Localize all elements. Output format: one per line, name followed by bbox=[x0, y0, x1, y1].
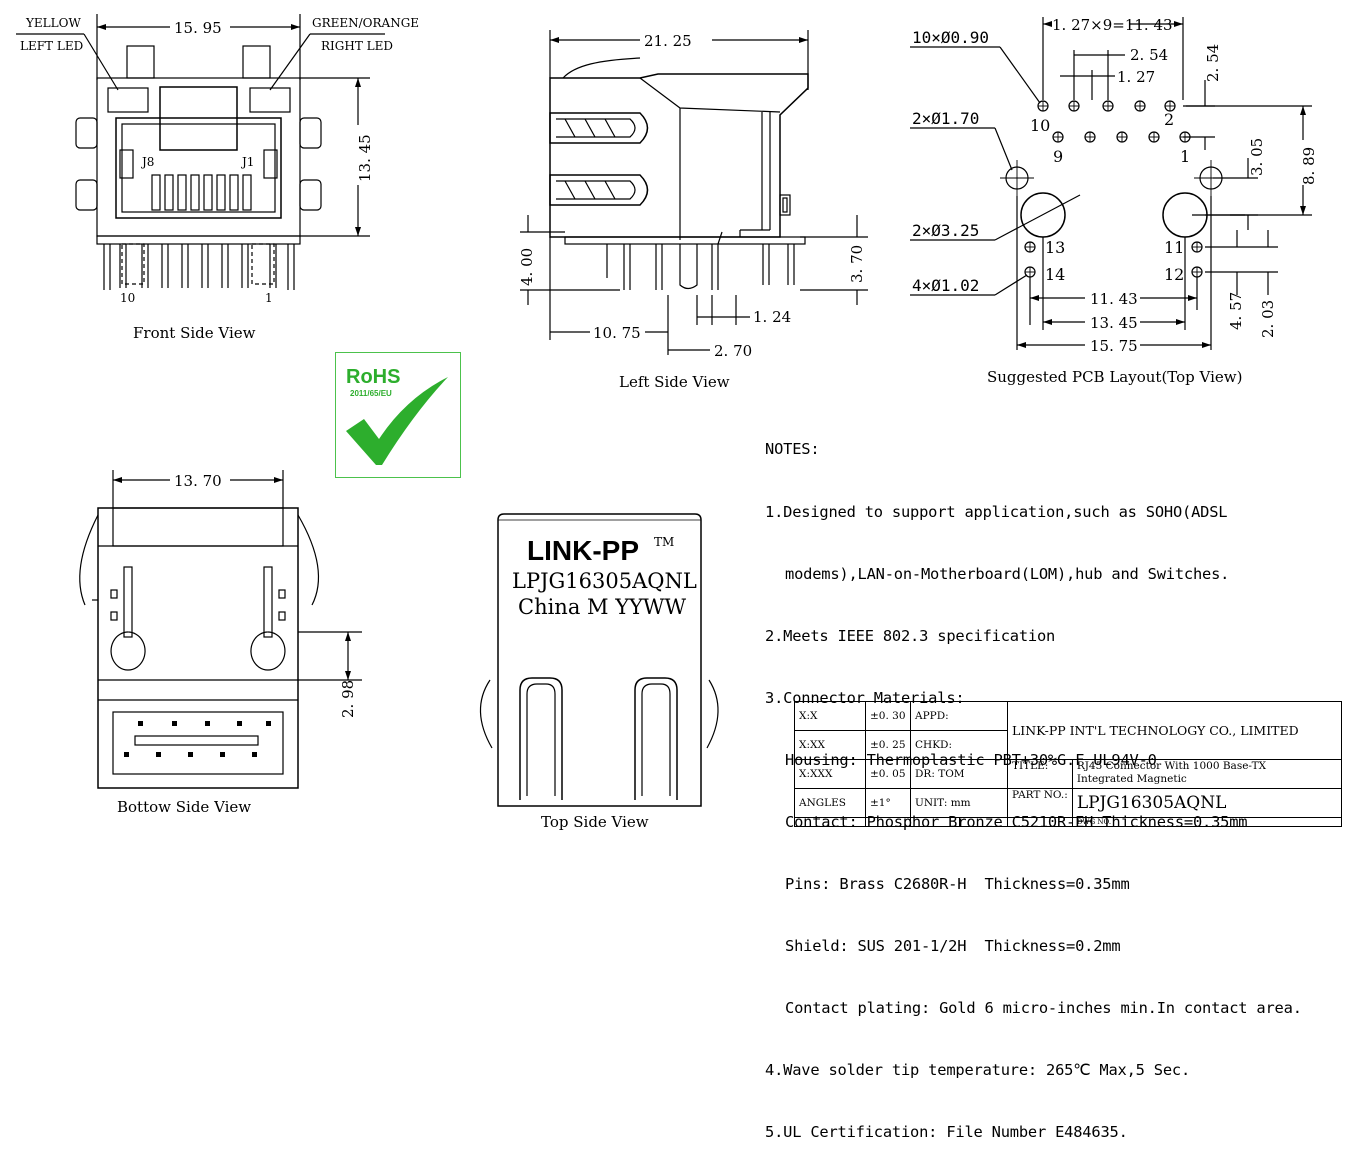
top-caption: Top Side View bbox=[541, 813, 649, 831]
dim-1-27: 1. 27 bbox=[1117, 68, 1155, 86]
rohs-check-icon: RoHS 2011/65/EU bbox=[346, 366, 448, 465]
left-side-view bbox=[520, 30, 868, 355]
note-5: 5.UL Certification: File Number E484635. bbox=[765, 1123, 1128, 1142]
tol-xx-val: ±0. 25 bbox=[865, 730, 911, 760]
dim-11-43: 11. 43 bbox=[1090, 290, 1138, 308]
yellow-label: YELLOW bbox=[25, 16, 81, 30]
pcb-layout-view bbox=[910, 17, 1312, 350]
dim-10-75: 10. 75 bbox=[593, 324, 641, 342]
tol-xx: X:XX bbox=[794, 730, 866, 760]
green-orange-label: GREEN/ORANGE bbox=[312, 16, 419, 30]
notes-heading: NOTES: bbox=[765, 440, 820, 459]
note-1: 1.Designed to support application,such a… bbox=[765, 502, 1228, 521]
holes-2a-label: 2×Ø1.70 bbox=[912, 109, 979, 128]
part-number: LPJG16305AQNL bbox=[1071, 788, 1343, 818]
part-label: PART NO.: bbox=[1007, 788, 1073, 818]
note-3e: Contact plating: Gold 6 micro-inches min… bbox=[785, 999, 1302, 1018]
note-4: 4.Wave solder tip temperature: 265℃ Max,… bbox=[765, 1061, 1191, 1080]
drawn-by: DR: TOM bbox=[910, 759, 1008, 789]
drawing-canvas: YELLOW LEFT LED GREEN/ORANGE RIGHT LED 1… bbox=[16, 14, 1318, 831]
rohs-title: RoHS bbox=[346, 366, 400, 388]
appd: APPD: bbox=[910, 701, 1008, 731]
dim-8-89: 8. 89 bbox=[1300, 147, 1318, 185]
pin12-pcb: 12 bbox=[1164, 265, 1184, 284]
title-line-1: RJ45 Connector With 1000 Base-TX bbox=[1076, 760, 1267, 772]
title-line-2: Integrated Magnetic bbox=[1076, 773, 1187, 785]
pin13-pcb: 13 bbox=[1045, 238, 1065, 257]
front-caption: Front Side View bbox=[133, 324, 256, 342]
dim-13-45: 13. 45 bbox=[1090, 314, 1138, 332]
top-side-view bbox=[479, 513, 719, 807]
left-led-label: LEFT LED bbox=[20, 39, 83, 53]
dim-2-70: 2. 70 bbox=[714, 342, 752, 360]
tol-x-val: ±0. 30 bbox=[865, 701, 911, 731]
top-labels: LINK-PP TM LPJG16305AQNL China M YYWW To… bbox=[512, 535, 697, 831]
dim-front-height: 13. 45 bbox=[356, 134, 374, 182]
dim-front-width: 15. 95 bbox=[174, 19, 222, 37]
dimension-arrows bbox=[97, 21, 1306, 680]
brand-marking: LINK-PP bbox=[527, 535, 639, 566]
dim-left-width: 21. 25 bbox=[644, 32, 692, 50]
front-labels: YELLOW LEFT LED GREEN/ORANGE RIGHT LED 1… bbox=[20, 16, 419, 342]
left-caption: Left Side View bbox=[619, 373, 730, 391]
dim-4-57: 4. 57 bbox=[1227, 292, 1245, 330]
bottom-caption: Bottow Side View bbox=[117, 798, 251, 816]
dim-13-70: 13. 70 bbox=[174, 472, 222, 490]
dim-1-24: 1. 24 bbox=[753, 308, 791, 326]
part-marking: LPJG16305AQNL bbox=[512, 569, 697, 593]
pin14-pcb: 14 bbox=[1045, 265, 1065, 284]
pin2-pcb: 2 bbox=[1164, 110, 1174, 129]
date-code-marking: China M YYWW bbox=[518, 595, 687, 619]
bottom-view-pads bbox=[124, 721, 271, 757]
angles: ANGLES bbox=[794, 788, 866, 818]
bottom-labels: 13. 70 2. 98 Bottow Side View bbox=[117, 472, 357, 816]
pin11-pcb: 11 bbox=[1164, 238, 1184, 257]
dim-3-70: 3. 70 bbox=[848, 245, 866, 283]
j8-label: J8 bbox=[140, 155, 154, 169]
dim-2-54-vertical: 2. 54 bbox=[1204, 44, 1222, 82]
trademark: TM bbox=[654, 535, 674, 549]
pin1-label: 1 bbox=[265, 291, 273, 305]
dim-2-54: 2. 54 bbox=[1130, 46, 1168, 64]
front-side-view bbox=[16, 14, 385, 290]
dwg-no: DWG NO. bbox=[1071, 817, 1343, 827]
dim-2-98: 2. 98 bbox=[339, 680, 357, 718]
note-2: 2.Meets IEEE 802.3 specification bbox=[765, 626, 1056, 645]
dim-15-75: 15. 75 bbox=[1090, 337, 1138, 355]
pin9-pcb: 9 bbox=[1053, 147, 1063, 166]
bottom-side-view bbox=[79, 470, 362, 789]
holes-10-label: 10×Ø0.90 bbox=[912, 28, 989, 47]
tol-xxx-val: ±0. 05 bbox=[865, 759, 911, 789]
left-labels: 21. 25 4. 00 3. 70 10. 75 1. 24 2. 70 Le… bbox=[518, 32, 866, 391]
title-block: X:X ±0. 30 APPD: LINK-PP INT'L TECHNOLOG… bbox=[794, 701, 1343, 827]
note-3c: Pins: Brass C2680R-H Thickness=0.35mm bbox=[785, 875, 1130, 894]
pin10-label: 10 bbox=[120, 291, 135, 305]
title-label: TITLE: bbox=[1007, 759, 1073, 789]
rohs-badge: RoHS 2011/65/EU bbox=[335, 352, 461, 478]
j1-label: J1 bbox=[240, 155, 254, 169]
pcb-labels: 10×Ø0.90 2×Ø1.70 2×Ø3.25 4×Ø1.02 1. 27×9… bbox=[912, 16, 1318, 386]
pin10-pcb: 10 bbox=[1030, 116, 1050, 135]
tol-xxx: X:XXX bbox=[794, 759, 866, 789]
note-3d: Shield: SUS 201-1/2H Thickness=0.2mm bbox=[785, 937, 1121, 956]
pcb-caption: Suggested PCB Layout(Top View) bbox=[987, 368, 1242, 386]
chkd: CHKD: bbox=[910, 730, 1008, 760]
note-1b: modems),LAN-on-Motherboard(LOM),hub and … bbox=[785, 564, 1230, 583]
right-led-label: RIGHT LED bbox=[321, 39, 393, 53]
angles-val: ±1° bbox=[865, 788, 911, 818]
dim-2-03: 2. 03 bbox=[1259, 300, 1277, 338]
rohs-sub: 2011/65/EU bbox=[350, 389, 392, 398]
dim-3-05: 3. 05 bbox=[1248, 138, 1266, 176]
tol-x: X:X bbox=[794, 701, 866, 731]
dim-pitch: 1. 27×9=11. 43 bbox=[1052, 16, 1173, 34]
holes-2b-label: 2×Ø3.25 bbox=[912, 221, 979, 240]
company-name: LINK-PP INT'L TECHNOLOGY CO., LIMITED bbox=[1007, 701, 1342, 760]
dim-4-00: 4. 00 bbox=[518, 248, 536, 286]
holes-4-label: 4×Ø1.02 bbox=[912, 276, 979, 295]
unit: UNIT: mm bbox=[910, 788, 1008, 818]
pin1-pcb: 1 bbox=[1180, 147, 1190, 166]
